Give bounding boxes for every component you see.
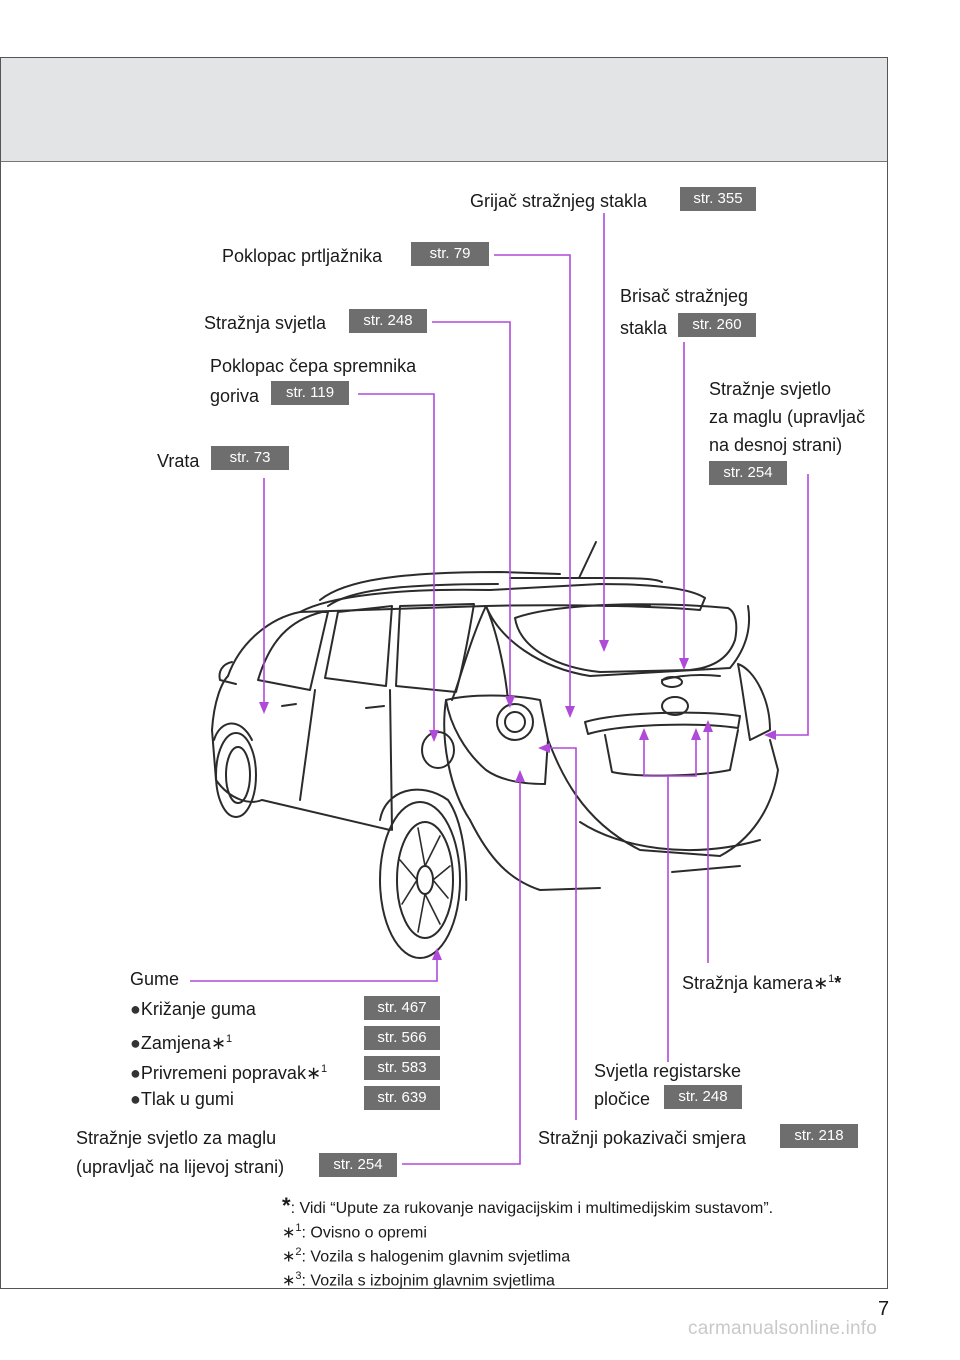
leader-rear-fog-left — [402, 772, 521, 1165]
leader-rear-turn-signals — [540, 747, 577, 1120]
bullet-icon: ● — [130, 999, 141, 1019]
footnote-ref-1: 1 — [226, 1033, 233, 1045]
label-rear-fog-left-line2: (upravljač na lijevoj strani) — [76, 1157, 285, 1177]
label-fuel-cap-line2: goriva — [210, 386, 260, 406]
leader-fuel-cap — [358, 393, 435, 740]
footnote-star: *: Vidi “Upute za rukovanje navigacijski… — [282, 1193, 774, 1219]
label-doors: Vrata — [157, 451, 200, 471]
footnote-number: 2 — [295, 1246, 302, 1258]
label-tail-lights: Stražnja svjetla — [204, 313, 327, 333]
asterisk-mark: ∗ — [305, 1063, 322, 1083]
label-plate-lights-line2: pločice — [594, 1089, 651, 1109]
ref-temp-repair[interactable]: str. 583 — [364, 1056, 440, 1080]
ref-tail-lights[interactable]: str. 248 — [349, 309, 427, 333]
ref-rear-fog-right[interactable]: str. 254 — [709, 461, 787, 485]
ref-rear-fog-left[interactable]: str. 254 — [319, 1153, 397, 1177]
ref-tire-rotation[interactable]: str. 467 — [364, 996, 440, 1020]
label-temp-repair: Privremeni popravak — [140, 1063, 306, 1083]
label-rear-camera: Stražnja kamera — [682, 973, 814, 993]
footnote-ref-1: 1 — [321, 1063, 328, 1075]
star-mark: * — [282, 1193, 291, 1218]
label-fuel-cap-line1: Poklopac čepa spremnika — [210, 356, 417, 376]
page-number: 7 — [878, 1298, 890, 1320]
footnote-2: ∗2: Vozila s halogenim glavnim svjetlima — [282, 1242, 570, 1267]
footnote-2-text: : Vozila s halogenim glavnim svjetlima — [301, 1248, 571, 1266]
label-tire-replacement: Zamjena — [140, 1033, 211, 1053]
label-rear-wiper-line2: stakla — [620, 318, 668, 338]
header-band — [1, 58, 887, 162]
label-tires: Gume — [130, 969, 180, 989]
footnote-3: ∗3: Vozila s izbojnim glavnim svjetlima — [282, 1266, 555, 1291]
bullet-icon: ● — [130, 1089, 141, 1109]
bullet-icon: ● — [130, 1063, 141, 1083]
ref-rear-window-heater[interactable]: str. 355 — [680, 187, 756, 211]
ref-plate-lights[interactable]: str. 248 — [664, 1085, 742, 1109]
car-drawing — [211, 541, 779, 959]
footnote-number: 3 — [295, 1270, 302, 1282]
footnote-1: ∗1: Ovisno o opremi — [282, 1218, 427, 1243]
item-tire-replacement: ●Zamjena∗1 — [130, 1028, 232, 1054]
label-rear-window-heater: Grijač stražnjeg stakla — [470, 191, 648, 211]
label-plate-lights-line1: Svjetla registarske — [594, 1061, 742, 1081]
item-tire-pressure: ●Tlak u gumi — [130, 1088, 234, 1110]
bullet-icon: ● — [130, 1033, 141, 1053]
label-tire-rotation: Križanje guma — [140, 999, 256, 1019]
star-mark: * — [834, 973, 842, 993]
watermark: carmanualsonline.info — [688, 1318, 878, 1339]
label-rear-wiper-line1: Brisač stražnjeg — [620, 286, 749, 306]
ref-fuel-cap[interactable]: str. 119 — [271, 381, 349, 405]
leader-arrowheads — [259, 640, 776, 960]
ref-rear-turn-signals[interactable]: str. 218 — [780, 1124, 858, 1148]
ref-rear-wiper[interactable]: str. 260 — [678, 313, 756, 337]
asterisk-mark: ∗ — [813, 973, 829, 993]
label-trunk-lid: Poklopac prtljažnika — [222, 246, 383, 266]
label-rear-fog-left-line1: Stražnje svjetlo za maglu — [76, 1128, 277, 1148]
footnote-3-text: : Vozila s izbojnim glavnim svjetlima — [301, 1272, 555, 1290]
asterisk-mark: ∗ — [282, 1272, 296, 1290]
label-rear-camera-line: Stražnja kamera∗1* — [682, 968, 841, 994]
footnote-number: 1 — [295, 1222, 302, 1234]
label-rear-fog-right-line2: za maglu (upravljač — [709, 407, 866, 427]
item-tire-rotation: ●Križanje guma — [130, 998, 256, 1020]
label-rear-turn-signals: Stražnji pokazivači smjera — [538, 1128, 747, 1148]
footnote-star-text: : Vidi “Upute za rukovanje navigacijskim… — [290, 1200, 774, 1217]
ref-tire-replacement[interactable]: str. 566 — [364, 1026, 440, 1050]
label-tire-pressure: Tlak u gumi — [140, 1089, 234, 1109]
asterisk-mark: ∗ — [210, 1033, 226, 1053]
asterisk-mark: ∗ — [282, 1224, 296, 1242]
leader-tail-lights — [432, 321, 511, 706]
ref-trunk-lid[interactable]: str. 79 — [411, 242, 489, 266]
label-rear-fog-right-line3: na desnoj strani) — [709, 435, 843, 455]
ref-tire-pressure[interactable]: str. 639 — [364, 1086, 440, 1110]
footnote-ref-1: 1 — [828, 973, 835, 985]
leader-plate-lights — [643, 730, 697, 1062]
item-temp-repair: ●Privremeni popravak∗1 — [130, 1058, 327, 1084]
leader-tires — [190, 950, 438, 982]
leader-trunk-lid — [494, 254, 571, 716]
leader-rear-fog-right — [766, 474, 809, 736]
asterisk-mark: ∗ — [282, 1248, 296, 1266]
label-rear-fog-right-line1: Stražnje svjetlo — [709, 379, 832, 399]
leader-lines — [190, 213, 809, 1165]
footnote-1-text: : Ovisno o opremi — [301, 1224, 427, 1242]
page-frame — [0, 57, 888, 1289]
ref-doors[interactable]: str. 73 — [211, 446, 289, 470]
